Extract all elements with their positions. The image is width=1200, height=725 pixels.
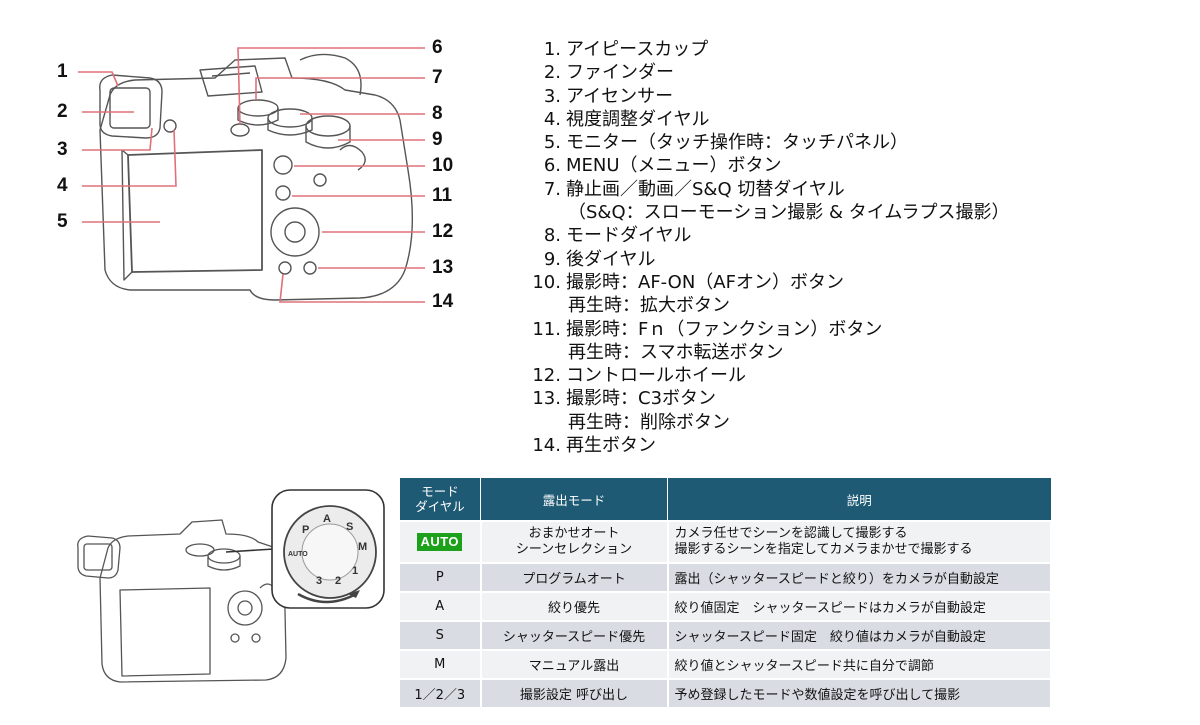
callout-11: 11	[432, 185, 453, 206]
table-header-row: モードダイヤル 露出モード 説明	[400, 478, 1052, 522]
table-row: M マニュアル露出 絞り値とシャッタースピード共に自分で調節	[400, 650, 1052, 680]
callout-9: 9	[432, 129, 443, 150]
list-item: 1.アイピースカップ	[543, 39, 709, 60]
header-mode-dial: モードダイヤル	[400, 478, 481, 522]
parts-list: 1.アイピースカップ 2.ファインダー 3.アイセンサー 4.視度調整ダイヤル …	[515, 38, 1010, 457]
header-description: 説明	[667, 478, 1052, 522]
table-row: 1／2／3 撮影設定 呼び出し 予め登録したモードや数値設定を呼び出して撮影	[400, 679, 1052, 709]
auto-badge: AUTO	[417, 533, 463, 551]
table-row: A 絞り優先 絞り値固定 シャッタースピードはカメラが自動設定	[400, 592, 1052, 622]
dial-label-m: M	[358, 541, 367, 553]
dial-label-auto: AUTO	[288, 551, 308, 558]
list-item: 10.撮影時：AF-ON（AFオン）ボタン再生時：拡大ボタン	[532, 271, 844, 317]
list-item: 7.静止画／動画／S&Q 切替ダイヤル（S&Q：スローモーション撮影 & タイム…	[543, 178, 1010, 224]
callout-8: 8	[432, 103, 443, 124]
callout-2: 2	[57, 101, 68, 122]
table-row: AUTO おまかせオートシーンセレクション カメラ任せでシーンを認識して撮影する…	[400, 521, 1052, 564]
list-item: 9.後ダイヤル	[543, 248, 656, 270]
callout-10: 10	[432, 155, 454, 176]
callout-4: 4	[57, 175, 68, 196]
callout-7: 7	[432, 67, 443, 88]
table-row: S シャッタースピード優先 シャッタースピード固定 絞り値はカメラが自動設定	[400, 621, 1052, 651]
list-item: 2.ファインダー	[543, 62, 674, 84]
table-row: P プログラムオート 露出（シャッタースピードと絞り）をカメラが自動設定	[400, 563, 1052, 593]
dial-label-a: A	[323, 513, 331, 525]
dial-label-1: 1	[352, 565, 358, 577]
list-item: 3.アイセンサー	[543, 85, 674, 107]
dial-label-s: S	[346, 521, 353, 533]
dial-label-2: 2	[335, 575, 341, 587]
mode-table: モードダイヤル 露出モード 説明 AUTO おまかせオートシーンセレクション カ…	[400, 478, 1052, 709]
rotate-arrow-icon	[297, 592, 357, 604]
header-exposure-mode: 露出モード	[480, 478, 668, 522]
callout-1: 1	[57, 61, 68, 82]
callout-12: 12	[432, 221, 454, 242]
dial-label-p: P	[302, 524, 309, 536]
list-item: 8.モードダイヤル	[543, 225, 692, 247]
callout-3: 3	[57, 139, 68, 160]
callout-5: 5	[57, 211, 68, 232]
list-item: 5.モニター（タッチ操作時：タッチパネル）	[543, 132, 908, 154]
list-item: 4.視度調整ダイヤル	[543, 108, 710, 130]
list-item: 14.再生ボタン	[532, 435, 656, 457]
callout-6: 6	[432, 37, 443, 58]
callout-13: 13	[432, 257, 454, 278]
list-item: 12.コントロールホイール	[532, 365, 746, 387]
list-item: 11.撮影時：Fｎ（ファンクション）ボタン再生時：スマホ転送ボタン	[532, 318, 883, 363]
mode-dial-illustration: AUTO P A S M 1 2 3	[77, 489, 385, 683]
callout-14: 14	[432, 291, 454, 312]
list-item: 13.撮影時：C3ボタン再生時：削除ボタン	[532, 388, 730, 433]
list-item: 6.MENU（メニュー）ボタン	[543, 155, 782, 177]
dial-label-3: 3	[316, 575, 322, 587]
camera-back-diagram	[78, 47, 425, 303]
